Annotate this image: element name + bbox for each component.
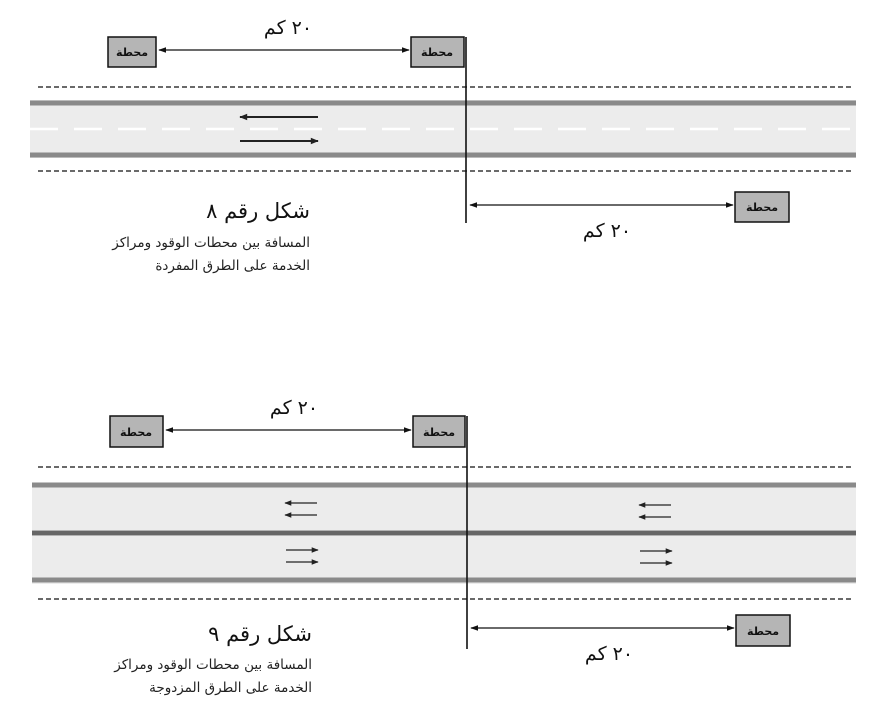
distance-label-top: ٢٠ كم: [264, 17, 312, 39]
single-road: [30, 86, 856, 172]
station-box-left: محطة: [107, 36, 157, 68]
station-label: محطة: [747, 625, 779, 638]
distance-label-top: ٢٠ كم: [270, 397, 318, 419]
dual-road: [32, 466, 856, 600]
station-label: محطة: [116, 46, 148, 59]
station-box-left: محطة: [109, 415, 164, 448]
figure-8: محطة محطة محطة ٢٠ كم ٢٠ كم شكل رقم ٨ الم…: [30, 17, 856, 274]
figure-caption-line-2: الخدمة على الطرق المزدوجة: [149, 680, 312, 696]
lower-carriageway: [32, 536, 856, 584]
figure-title: شكل رقم ٩: [208, 622, 312, 647]
distance-label-bottom: ٢٠ كم: [583, 220, 631, 242]
figure-caption-line-1: المسافة بين محطات الوقود ومراكز: [111, 235, 310, 251]
figure-title: شكل رقم ٨: [206, 199, 310, 224]
upper-carriageway: [32, 484, 856, 530]
station-box-center: محطة: [412, 415, 466, 448]
station-box-center: محطة: [410, 36, 465, 68]
figure-caption-line-2: الخدمة على الطرق المفردة: [155, 258, 310, 274]
station-box-right: محطة: [735, 614, 791, 647]
station-label: محطة: [120, 426, 152, 439]
figure-9: محطة محطة محطة ٢٠ كم ٢٠ كم شكل رقم ٩ الم…: [32, 397, 856, 696]
station-label: محطة: [423, 426, 455, 439]
distance-label-bottom: ٢٠ كم: [585, 643, 633, 665]
station-label: محطة: [421, 46, 453, 59]
station-box-right: محطة: [734, 191, 790, 223]
figure-caption-line-1: المسافة بين محطات الوقود ومراكز: [113, 657, 312, 673]
station-label: محطة: [746, 201, 778, 214]
